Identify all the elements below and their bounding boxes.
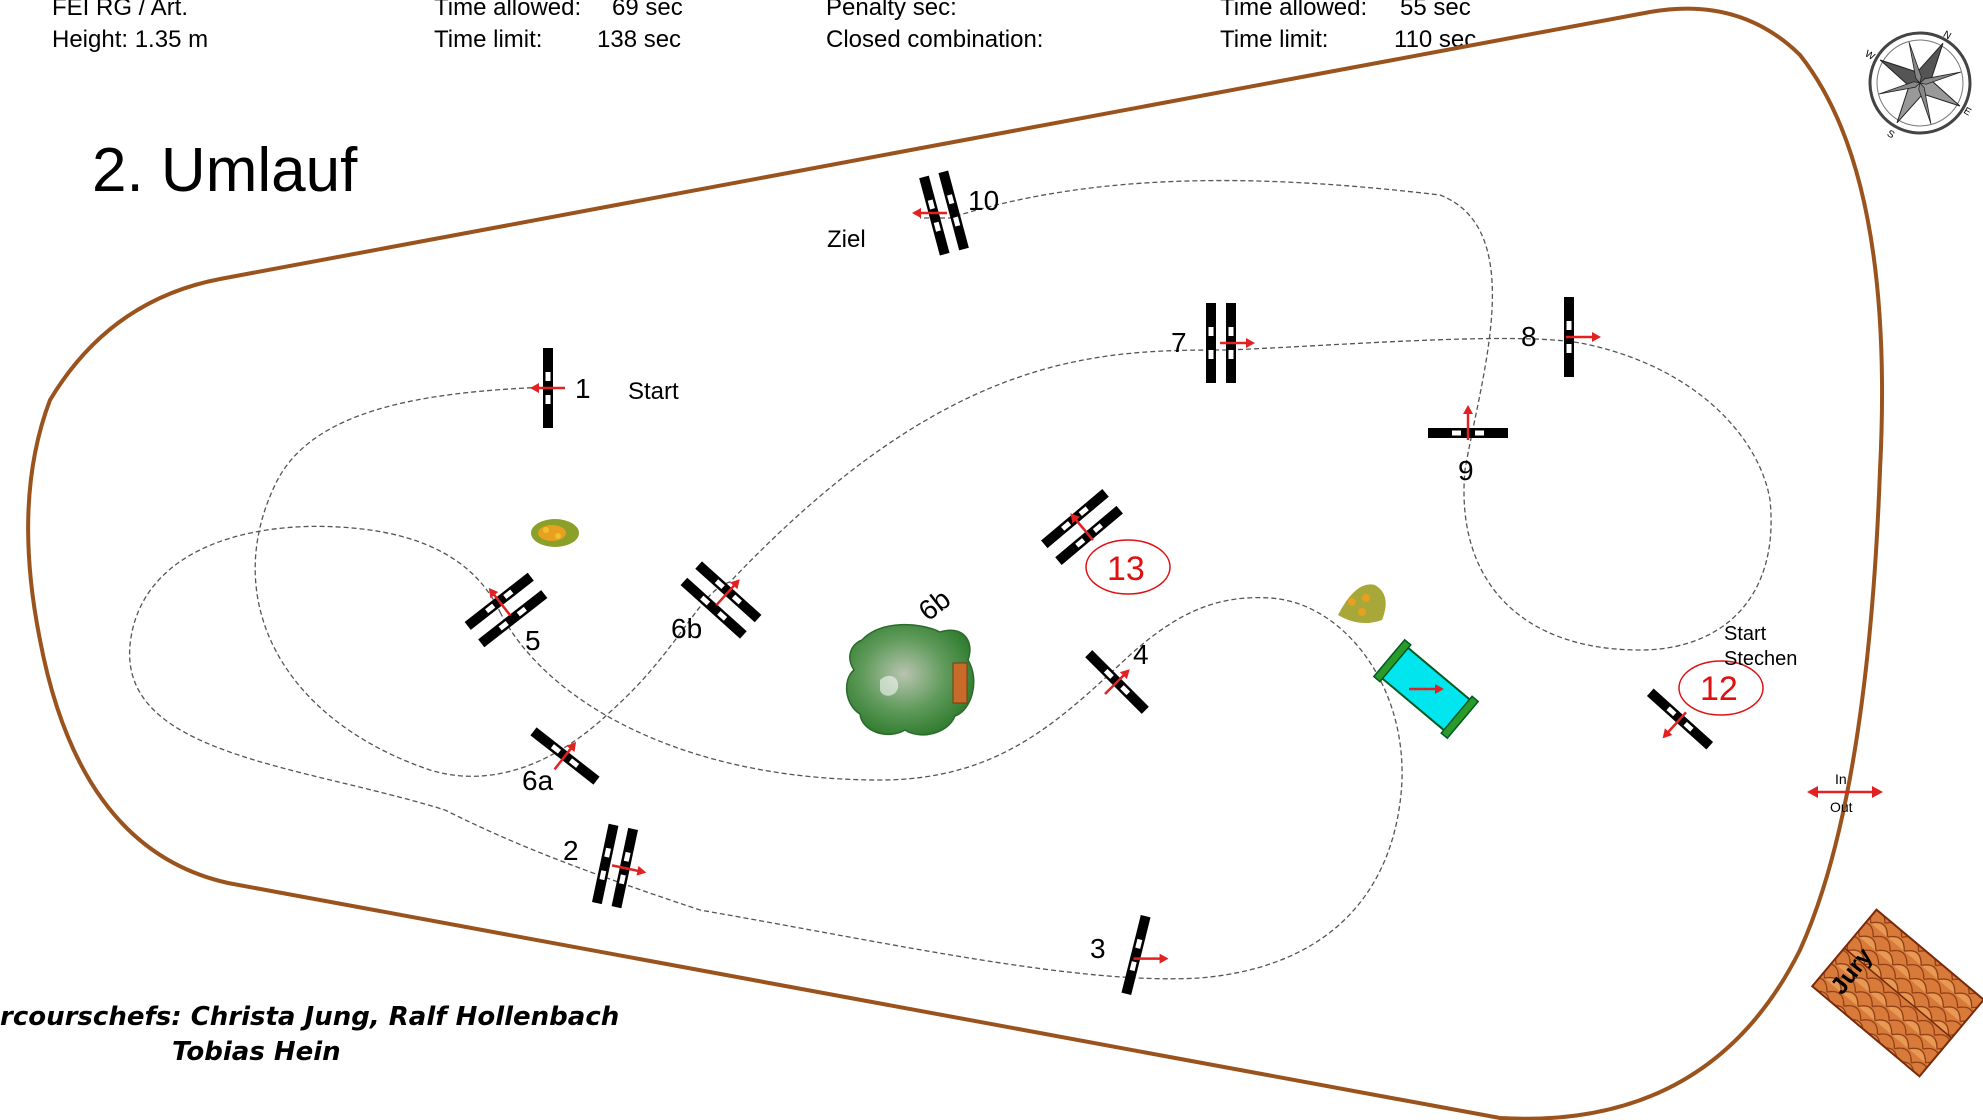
header-jumpoff-time-allowed-value: 55 sec — [1400, 0, 1471, 21]
header-time-limit-label: Time limit: — [434, 26, 543, 53]
label-obstacle-6b: 6b — [671, 613, 702, 644]
water-jump-icon — [1372, 638, 1480, 740]
label-obstacle-5: 5 — [525, 625, 541, 656]
label-obstacle-10: 10 — [968, 185, 999, 216]
label-obstacle-9: 9 — [1458, 455, 1474, 486]
label-obstacle-2: 2 — [563, 835, 579, 866]
label-obstacle-8: 8 — [1521, 321, 1537, 352]
label-obstacle-7: 7 — [1171, 327, 1187, 358]
compass-n: N — [1941, 29, 1953, 42]
compass-e: E — [1962, 106, 1974, 119]
label-finish: Ziel — [827, 226, 866, 253]
jury-box-icon — [1810, 908, 1983, 1078]
label-jumpoff-12: 12 — [1700, 670, 1738, 708]
obstacle-1 — [528, 348, 567, 428]
obstacle-2 — [592, 823, 649, 909]
flower-bed-icon — [1338, 584, 1386, 624]
compass-s: S — [1885, 128, 1897, 141]
jumpoff-ring-12 — [1678, 660, 1764, 716]
obstacle-7 — [1206, 303, 1257, 383]
header-class: FEI RG / Art. — [52, 0, 189, 21]
compass-rose-icon: N E S W — [1863, 29, 1974, 141]
course-track — [254, 179, 1772, 777]
header-closed-combination: Closed combination: — [826, 26, 1044, 53]
label-start: Start — [628, 378, 679, 405]
round-title: 2. Umlauf — [92, 136, 358, 205]
label-obstacle-1: 1 — [575, 373, 591, 404]
label-decor-6b: 6b — [913, 583, 957, 627]
jumpoff-ring-13 — [1085, 539, 1171, 595]
course-track-cross — [129, 525, 1403, 980]
header-time-allowed-value: 69 sec — [612, 0, 683, 21]
header-jumpoff-time-allowed-label: Time allowed: — [1220, 0, 1368, 21]
label-obstacle-3: 3 — [1090, 933, 1106, 964]
label-jumpoff-13: 13 — [1107, 550, 1145, 588]
obstacle-3 — [1121, 914, 1170, 996]
header-time-allowed-label: Time allowed: — [434, 0, 582, 21]
tree-icon — [845, 623, 975, 736]
obstacle-8 — [1564, 297, 1603, 377]
label-obstacle-4: 4 — [1133, 639, 1149, 670]
label-obstacle-6a: 6a — [522, 765, 554, 796]
header-jumpoff-time-limit-label: Time limit: — [1220, 26, 1329, 53]
label-jumpoff-start-1: Start — [1724, 623, 1767, 645]
label-out: Out — [1830, 799, 1853, 815]
header-time-limit-value: 138 sec — [597, 26, 682, 53]
obstacle-9 — [1428, 403, 1508, 442]
course-designers-line2: Tobias Hein — [172, 1037, 341, 1067]
label-jumpoff-start-2: Stechen — [1724, 648, 1797, 670]
arena-border — [26, 6, 1885, 1120]
flower-bed-icon — [531, 519, 579, 547]
header-penalty-sec: Penalty sec: — [826, 0, 957, 21]
obstacle-10 — [910, 170, 969, 256]
label-in: In — [1835, 771, 1847, 787]
course-designers-line1: rcourschefs: Christa Jung, Ralf Hollenba… — [0, 1002, 620, 1032]
header-height: Height: 1.35 m — [52, 26, 209, 53]
